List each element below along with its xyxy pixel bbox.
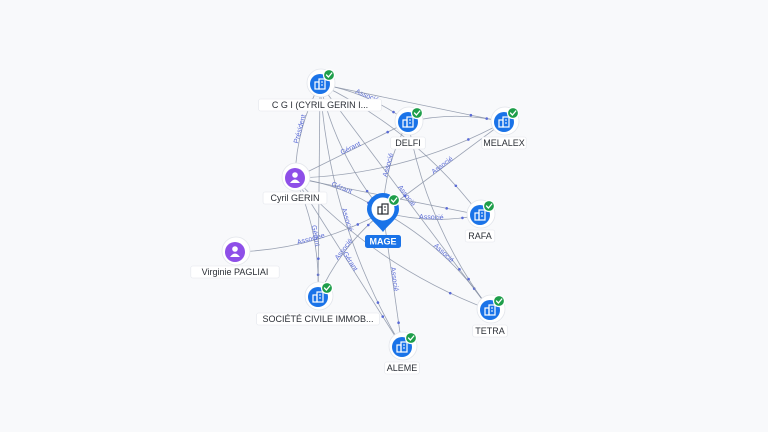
person-icon: [290, 172, 300, 183]
edge-label: Associé: [419, 214, 444, 222]
node-label: MAGE: [370, 237, 397, 247]
building-icon: [314, 78, 326, 90]
node-disc: [285, 168, 305, 188]
node-label: RAFA: [468, 231, 492, 241]
edge-line: [319, 83, 403, 348]
node-rafa[interactable]: RAFA: [464, 199, 496, 243]
check-badge-icon: [506, 106, 520, 120]
edge-arrow: [445, 207, 449, 210]
edge-arrow: [397, 321, 400, 325]
edge-label: Gérant: [330, 181, 353, 195]
node-tetra[interactable]: TETRA: [472, 294, 508, 338]
edge-label: Gérant: [340, 141, 362, 157]
edge-arrow: [485, 117, 489, 120]
edge-arrow: [467, 277, 470, 281]
node-label: Virginie PAGLIAI: [202, 267, 269, 277]
check-badge-icon: [404, 331, 418, 345]
edges-layer: AssociéAssociéAssociéPrésidentGérantGéra…: [234, 83, 505, 348]
node-label-bg: [258, 98, 382, 112]
edge-line: [382, 211, 491, 311]
node-label-bg: [384, 361, 420, 375]
nodes-layer: C G I (CYRIL GERIN I... DELFI MELALEX Cyril…: [190, 68, 527, 375]
edge-label: Associé: [432, 243, 455, 265]
node-aleme[interactable]: ALEME: [384, 331, 420, 375]
edge-cyril-melalex: [294, 121, 505, 179]
node-label: C G I (CYRIL GERIN I...: [272, 100, 368, 110]
edge-arrow: [458, 268, 461, 271]
building-icon: [498, 116, 510, 128]
edge-arrow: [317, 257, 320, 260]
edge-arrow: [469, 113, 473, 117]
edge-arrow: [365, 189, 369, 193]
edge-arrow: [454, 184, 458, 188]
edge-arrow: [392, 110, 395, 114]
node-label: ALEME: [387, 363, 418, 373]
check-badge-icon: [410, 106, 424, 120]
node-delfi[interactable]: DELFI: [390, 106, 426, 150]
edge-arrow: [461, 216, 464, 220]
building-icon: [312, 291, 324, 303]
node-label-bg: [464, 229, 496, 243]
building-icon: [484, 304, 496, 316]
edge-arrow: [356, 223, 360, 226]
node-cyril[interactable]: Cyril GERIN: [262, 162, 328, 205]
edge-label: Gérant: [310, 225, 321, 247]
edge-label: Président: [293, 114, 307, 144]
node-label-bg: [472, 324, 508, 338]
building-icon: [474, 209, 486, 221]
check-badge-icon: [322, 68, 336, 82]
edge-arrow: [403, 194, 407, 198]
node-label-bg: [256, 312, 380, 326]
node-cgi[interactable]: C G I (CYRIL GERIN I...: [258, 68, 382, 112]
edge-arrow: [366, 223, 370, 227]
node-label-bg: [190, 265, 280, 279]
node-label-bg: [390, 136, 426, 150]
focus-label-bg: [365, 235, 401, 248]
node-label: TETRA: [475, 326, 505, 336]
node-label: Cyril GERIN: [271, 193, 320, 203]
node-mage[interactable]: MAGE: [365, 193, 401, 248]
edge-line: [234, 211, 384, 253]
edge-cyril-delfi: Gérant: [294, 121, 409, 179]
node-melalex[interactable]: MELALEX: [481, 106, 527, 150]
node-sci[interactable]: SOCIÉTÉ CIVILE IMMOB...: [256, 281, 380, 326]
check-badge-icon: [482, 199, 496, 213]
building-icon: [377, 203, 389, 215]
check-badge-icon: [492, 294, 506, 308]
node-label: MELALEX: [483, 138, 525, 148]
edge-label: Associé: [396, 184, 416, 208]
edge-arrow: [381, 315, 385, 318]
node-virginie[interactable]: Virginie PAGLIAI: [190, 236, 280, 279]
check-badge-icon: [387, 193, 401, 207]
edge-arrow: [448, 291, 452, 295]
edge-arrow: [376, 301, 380, 304]
edge-cgi-melalex: [319, 83, 505, 123]
node-label-bg: [262, 191, 328, 205]
edge-label: Associé: [431, 156, 455, 176]
node-label-bg: [481, 136, 527, 150]
edge-line: [294, 121, 505, 179]
edge-line: [319, 83, 505, 123]
edge-arrow: [386, 130, 389, 134]
edge-mage-aleme: Associé: [382, 211, 403, 348]
building-icon: [402, 116, 414, 128]
node-disc: [225, 242, 245, 262]
edge-arrow: [467, 138, 470, 141]
edge-label: Associé: [389, 267, 399, 292]
person-icon: [230, 246, 240, 257]
edge-line: [317, 83, 321, 298]
edge-mage-tetra: Associé: [382, 211, 491, 311]
focus-pin-inner: [371, 197, 395, 221]
node-label: DELFI: [395, 138, 421, 148]
node-label: SOCIÉTÉ CIVILE IMMOB...: [262, 314, 373, 324]
building-icon: [396, 341, 408, 353]
check-badge-icon: [320, 281, 334, 295]
